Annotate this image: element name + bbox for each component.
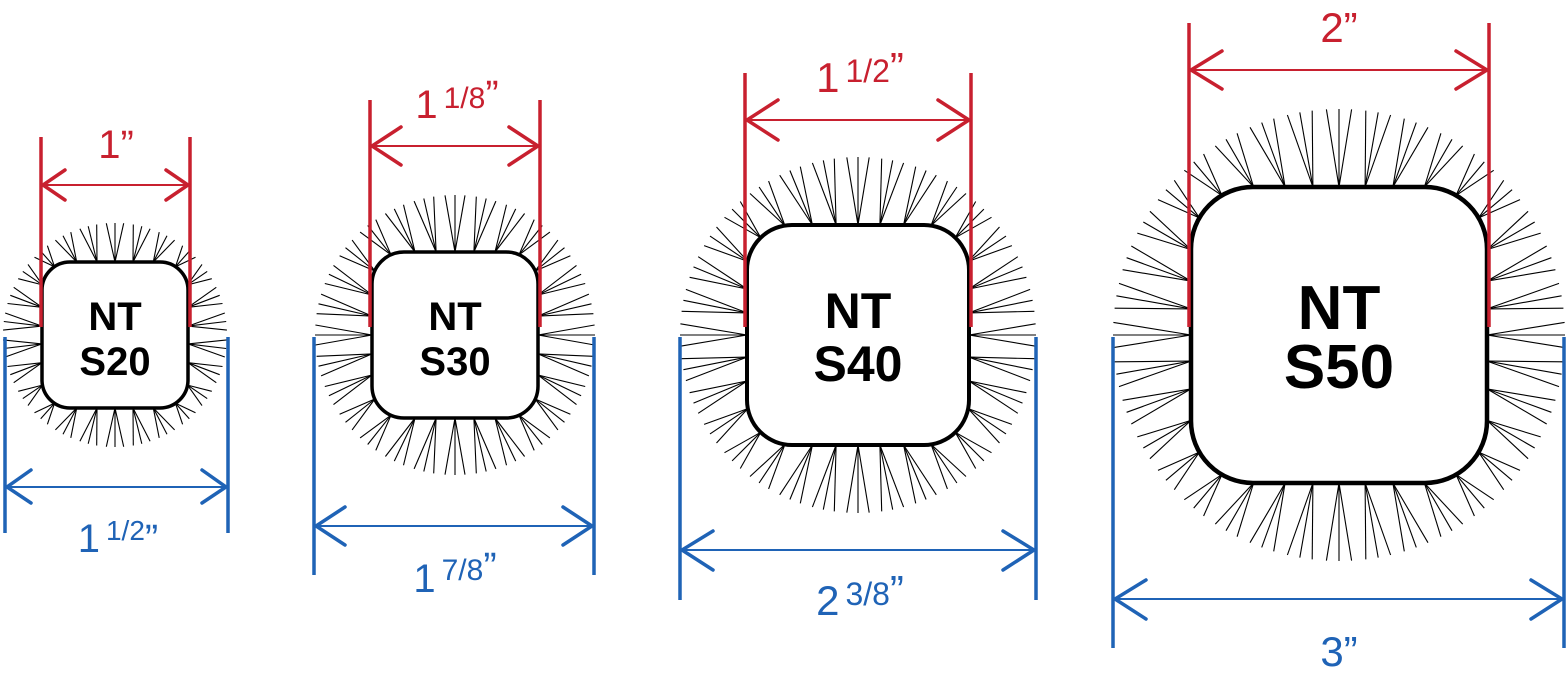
model-label-line2: S30: [419, 340, 490, 384]
model-label-line1: NT: [825, 283, 892, 339]
core-width-label: 2”: [1320, 4, 1357, 51]
model-label-line2: S40: [814, 336, 903, 392]
brush-s50: NT S50 2” 3”: [1113, 4, 1565, 675]
overall-diameter-label: 3”: [1320, 628, 1357, 675]
core-width-label: 1”: [98, 123, 134, 167]
model-label-line2: S20: [79, 340, 150, 384]
model-label-line1: NT: [428, 295, 481, 339]
model-label-line2: S50: [1284, 333, 1394, 402]
model-label-line1: NT: [88, 295, 141, 339]
